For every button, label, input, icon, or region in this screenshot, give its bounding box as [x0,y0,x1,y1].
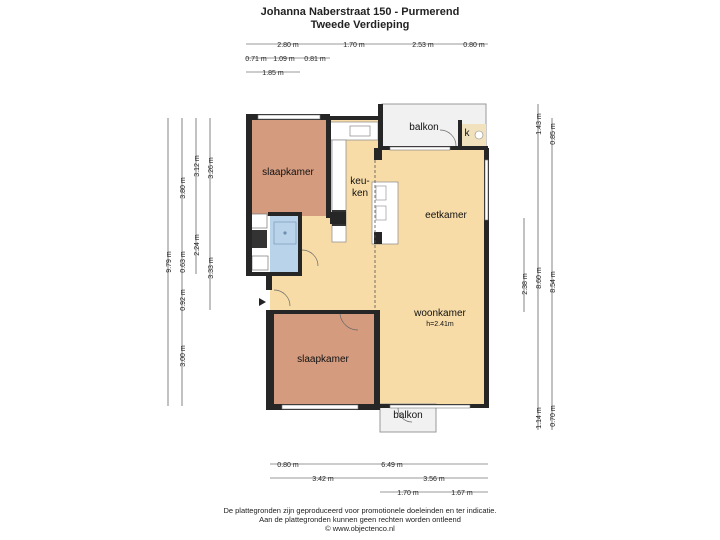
wall [458,146,488,150]
door-swing [339,313,359,331]
island-hob-icon [375,185,387,201]
dim-left-b: 3.12 m [194,155,201,177]
column [374,148,382,160]
footer-disclaimer-2: Aan de plattegronden kunnen geen rechten… [259,515,461,524]
footer-copyright: © www.objectenco.nl [325,524,395,533]
window [281,404,359,410]
dim-right-c: 2.38 m [522,273,529,295]
wall [330,116,382,120]
room-bedroom-top [250,118,329,216]
dim-top-5: 0.71 m [245,56,267,63]
label-woonkamer-height: h=2.41m [426,321,454,328]
wall [458,120,462,148]
dim-top-3: 2.53 m [412,42,434,49]
dim-left-c: 3.26 m [208,157,215,179]
label-balkon-bottom: balkon [393,410,422,421]
balcony-bottom [379,403,437,433]
dim-right-b: 0.85 m [550,123,557,145]
window [389,146,451,151]
door-swing [439,129,457,147]
wall [246,114,252,274]
dim-left-a: 3.80 m [180,177,187,199]
window [257,114,321,120]
label-woonkamer: woonkamer [413,308,466,319]
dim-bottom-e: 1.70 m [397,490,419,497]
wall [484,148,489,408]
dim-right-g: 0.70 m [550,405,557,427]
island-sink-icon [375,205,387,221]
kitchen-counter-left [331,139,347,243]
dim-top-6: 1.09 m [273,56,295,63]
shower-icon [273,221,297,245]
room-labels: slaapkamer keu- ken eetkamer woonkamer h… [262,122,470,421]
dim-top-8: 1.85 m [262,70,284,77]
cabinet-icon [250,213,268,229]
column [374,232,382,244]
wall [266,310,380,314]
dim-bottom-a: 0.80 m [277,462,299,469]
label-keuken-2: ken [352,188,368,199]
dim-top-7: 0.81 m [304,56,326,63]
dim-top-2: 1.70 m [343,42,365,49]
dim-bottom-b: 6.49 m [381,462,403,469]
wall [374,310,380,410]
label-keuken-1: keu- [350,176,369,187]
label-kast: k [465,128,471,139]
door-swing [301,249,319,267]
window [484,159,489,221]
dim-left-h: 3.00 m [180,345,187,367]
dim-right-f: 1.14 m [536,407,543,429]
dim-right-d: 8.60 m [536,267,543,289]
dimension-lines [167,43,553,493]
column [330,212,346,224]
dim-left-total: 9.79 m [166,251,173,273]
footer-disclaimer-1: De plattegronden zijn geproduceerd voor … [223,506,497,515]
label-balkon-top: balkon [409,122,438,133]
label-slaapkamer-top: slaapkamer [262,167,314,178]
entrance-arrow-icon [259,298,266,306]
wall [378,104,383,150]
dim-left-d: 0.63 m [180,251,187,273]
wall [268,212,302,216]
dim-bottom-f: 1.67 m [451,490,473,497]
room-bathroom [270,214,300,276]
drain-icon [283,231,287,235]
wall [246,272,302,276]
wall [326,118,331,218]
door-swing [397,407,413,423]
wall [266,310,274,410]
door-swing [273,289,291,307]
kitchen-sink-icon [349,125,371,137]
balcony-table-icon [474,130,484,140]
dim-right-e: 8.54 m [550,271,557,293]
label-eetkamer: eetkamer [425,210,467,221]
dim-top-1: 2.80 m [277,42,299,49]
dim-left-f: 3.33 m [208,257,215,279]
dim-left-g: 0.92 m [180,289,187,311]
doors [273,129,457,423]
dim-right-a: 1.43 m [536,113,543,135]
dim-bottom-c: 3.42 m [312,476,334,483]
windows [257,114,489,410]
label-slaapkamer-bottom: slaapkamer [297,354,349,365]
floor-fills [250,103,487,433]
wall [266,276,272,290]
washer-icon [251,230,267,248]
plan-subtitle: Tweede Verdieping [310,19,410,31]
window [389,404,471,409]
plan-title: Johanna Naberstraat 150 - Purmerend [260,6,460,18]
toilet-icon [251,255,269,271]
dimension-labels: 2.80 m 1.70 m 2.53 m 0.80 m 0.71 m 1.09 … [166,42,557,497]
dim-bottom-d: 3.56 m [423,476,445,483]
dim-left-e: 2.24 m [194,234,201,256]
wall [298,212,302,274]
room-bedroom-bottom [270,314,375,404]
kitchen-counter-top [329,121,379,141]
dim-top-4: 0.80 m [463,42,485,49]
